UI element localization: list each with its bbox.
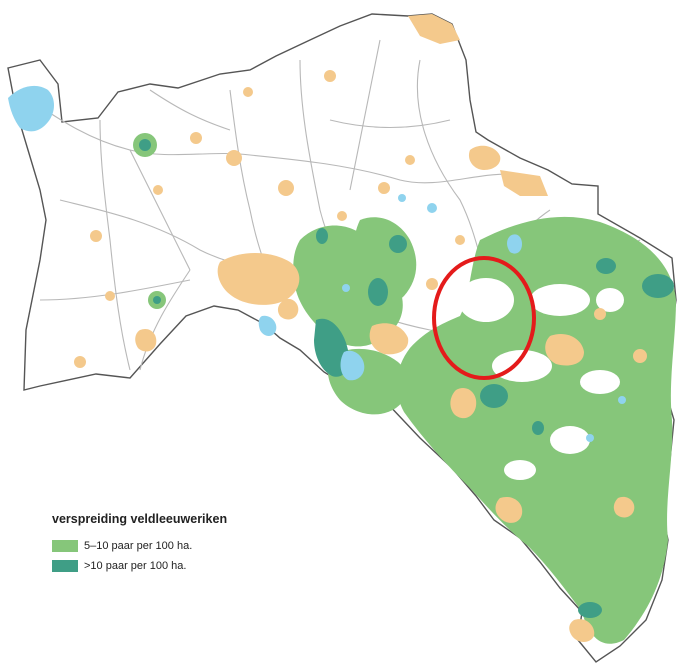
legend-label-high: >10 paar per 100 ha. bbox=[84, 560, 187, 572]
legend-swatch-medium bbox=[52, 540, 78, 552]
highlight-circle bbox=[432, 256, 536, 380]
legend-item-high: >10 paar per 100 ha. bbox=[52, 556, 227, 576]
legend-swatch-high bbox=[52, 560, 78, 572]
density-high-areas bbox=[139, 139, 674, 618]
water-bodies bbox=[8, 85, 626, 442]
legend-title: verspreiding veldleeuweriken bbox=[52, 512, 228, 526]
legend-item-medium: 5–10 paar per 100 ha. bbox=[52, 536, 227, 556]
density-gaps bbox=[458, 278, 624, 480]
urban-areas bbox=[74, 14, 647, 642]
legend-label-medium: 5–10 paar per 100 ha. bbox=[84, 540, 193, 552]
map-legend: verspreiding veldleeuweriken 5–10 paar p… bbox=[52, 512, 227, 576]
